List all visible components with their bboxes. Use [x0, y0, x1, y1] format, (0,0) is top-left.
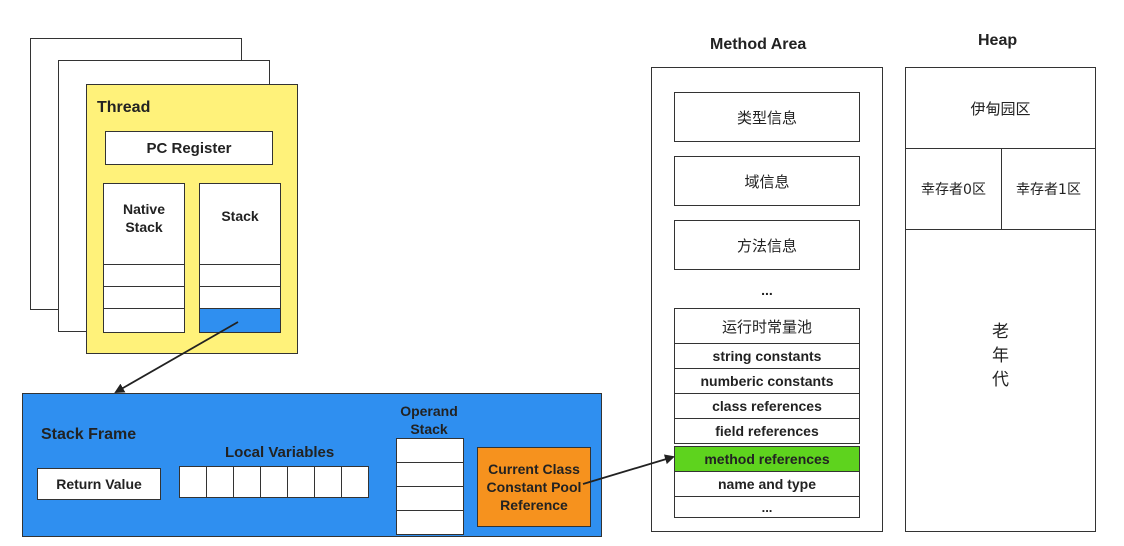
- method-info: 方法信息: [674, 220, 860, 270]
- survivor-0-space: 幸存者0区: [905, 148, 1002, 230]
- stack-cell: [199, 286, 281, 309]
- constant-pool-reference: Current Class Constant Pool Reference: [477, 447, 591, 527]
- local-variable-slot: [260, 466, 288, 498]
- thread-title: Thread: [97, 99, 151, 116]
- old-generation: 老 年 代: [992, 322, 1009, 390]
- local-variable-slot: [206, 466, 234, 498]
- stack: Stack: [199, 183, 281, 333]
- local-variable-slot: [341, 466, 369, 498]
- operand-stack-slot: [396, 438, 464, 463]
- heap-title: Heap: [978, 32, 1018, 49]
- pc-register: PC Register: [105, 131, 273, 165]
- pool-row-class-references: class references: [674, 393, 860, 419]
- stack-cell-active: [199, 308, 281, 333]
- operand-stack-label: Operand Stack: [400, 403, 458, 437]
- native-stack-cell: [103, 308, 185, 333]
- local-variable-slot: [233, 466, 261, 498]
- stack-label: Stack: [221, 208, 259, 224]
- pool-row-numberic-constants: numberic constants: [674, 368, 860, 394]
- pool-row-string-constants: string constants: [674, 343, 860, 369]
- field-info: 域信息: [674, 156, 860, 206]
- local-variable-slot: [287, 466, 315, 498]
- return-value: Return Value: [37, 468, 161, 500]
- pool-row-field-references: field references: [674, 418, 860, 444]
- native-stack-label: Native Stack: [122, 201, 166, 235]
- native-stack: Native Stack: [103, 183, 185, 333]
- stack-frame: Stack Frame Return Value Local Variables…: [22, 393, 602, 537]
- operand-stack-slot: [396, 462, 464, 487]
- operand-stack-slot: [396, 510, 464, 535]
- method-area-title: Method Area: [710, 36, 807, 53]
- pool-row-ellipsis: ...: [674, 496, 860, 518]
- stack-cell: [199, 264, 281, 287]
- local-variables-cells: [179, 466, 373, 498]
- thread-box: Thread PC Register Native Stack Stack: [86, 84, 298, 354]
- local-variable-slot: [314, 466, 342, 498]
- method-area: 类型信息 域信息 方法信息 ... 运行时常量池 string constant…: [651, 67, 883, 532]
- heap: 伊甸园区 幸存者0区 幸存者1区 老 年 代: [905, 67, 1096, 532]
- pool-row-name-and-type: name and type: [674, 471, 860, 497]
- eden-space: 伊甸园区: [905, 67, 1096, 149]
- native-stack-cell: [103, 286, 185, 309]
- survivor-1-space: 幸存者1区: [1001, 148, 1096, 230]
- native-stack-cell: [103, 264, 185, 287]
- type-info: 类型信息: [674, 92, 860, 142]
- stack-frame-title: Stack Frame: [41, 426, 137, 443]
- local-variable-slot: [179, 466, 207, 498]
- method-area-ellipsis: ...: [761, 282, 773, 298]
- local-variables-label: Local Variables: [225, 444, 335, 461]
- pool-row-method-references: method references: [674, 446, 860, 472]
- runtime-constant-pool-title: 运行时常量池: [674, 308, 860, 344]
- operand-stack-slot: [396, 486, 464, 511]
